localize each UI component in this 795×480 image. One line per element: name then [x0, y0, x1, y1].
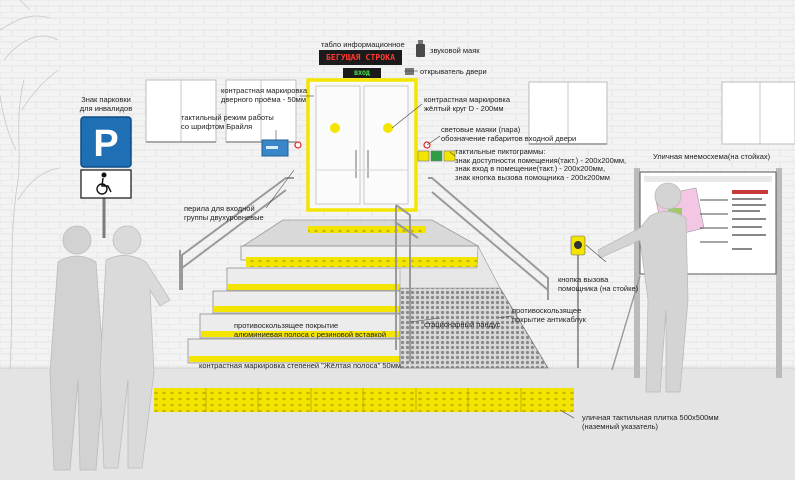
- label-sound-beacon: звуковой маяк: [430, 46, 480, 55]
- parking-sign: P: [80, 116, 132, 238]
- yellow-circle-marking-right: [383, 123, 393, 133]
- label-info-board: табло информационное: [321, 40, 405, 49]
- window-center-right: [528, 81, 608, 145]
- sound-beacon-icon: [416, 40, 425, 57]
- label-light-beacons: световые маяки (пара)обозначение габарит…: [441, 125, 577, 143]
- person-right-with-cane: [597, 182, 689, 393]
- window-center-left: [225, 79, 297, 143]
- call-button-icon: [574, 241, 582, 249]
- label-tactile-tile: уличная тактильная плитка 500х500мм(назе…: [582, 413, 719, 431]
- tree-sketch: [0, 0, 61, 371]
- light-beacon-left-icon: [294, 141, 302, 149]
- label-step-marking: контрастная маркировка степеней "Жёлтая …: [199, 361, 402, 370]
- entrance-door: [306, 78, 418, 212]
- parking-sign-icon: P: [93, 123, 118, 165]
- label-light-beacon: световой маяк: [320, 58, 371, 67]
- window-right: [721, 81, 795, 145]
- light-beacon-board: [343, 68, 381, 78]
- wheelchair-icon: [96, 172, 112, 195]
- running-text-board: БЕГУЩАЯ СТРОКА: [325, 52, 395, 62]
- tactile-strip-landing: [308, 226, 426, 233]
- door-opener-icon: [405, 68, 414, 75]
- person-left: [49, 225, 105, 471]
- label-door-opener: открыватель двери: [420, 67, 487, 76]
- tactile-ground-tiles: [154, 388, 574, 412]
- label-ramp: стационарный пандус: [424, 320, 501, 329]
- entrance-board: ВХОД: [354, 69, 370, 77]
- window-left: [145, 79, 217, 143]
- info-board: [319, 50, 402, 65]
- label-pictograms: тактильные пиктограммы: знак доступности…: [455, 147, 627, 182]
- person-center: [99, 225, 171, 469]
- label-street-scheme: Уличная мнемосхема(на стойках): [653, 152, 771, 161]
- tactile-pictograms-icon: [417, 150, 456, 162]
- yellow-circle-marking-left: [330, 123, 340, 133]
- railings: [179, 177, 549, 362]
- call-button-stand: [570, 235, 586, 368]
- stairs: [187, 245, 479, 364]
- leader-lines: [265, 70, 607, 419]
